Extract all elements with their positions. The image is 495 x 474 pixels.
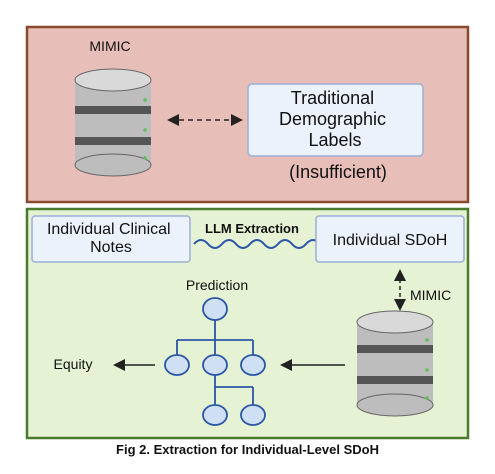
clinical-notes-box: [31, 215, 191, 263]
notes-line-1: Individual Clinical: [47, 221, 171, 238]
box-line-1: Traditional: [291, 88, 374, 108]
individual-sdoh-box: [315, 215, 465, 263]
box-line-2: Demographic: [279, 109, 386, 129]
insufficient-note: (Insufficient): [289, 162, 387, 182]
demographic-labels-text: Traditional Demographic Labels: [279, 88, 391, 150]
top-db-label: MIMIC: [89, 38, 130, 54]
equity-label: Equity: [54, 356, 93, 372]
clinical-notes-text: Individual Clinical Notes: [47, 221, 175, 256]
individual-sdoh-text: Individual SDoH: [333, 232, 448, 249]
llm-extraction-label: LLM Extraction: [205, 221, 299, 236]
figure-caption: Fig 2. Extraction for Individual-Level S…: [116, 442, 379, 457]
demographic-labels-box: [247, 83, 424, 157]
top-database-icon: [74, 68, 152, 177]
decision-tree-icon: [164, 297, 266, 426]
extraction-wave: [193, 239, 321, 249]
prediction-label: Prediction: [186, 277, 248, 293]
bottom-db-label: MIMIC: [410, 287, 451, 303]
bottom-database-icon: [356, 310, 434, 417]
box-line-3: Labels: [308, 130, 361, 150]
notes-line-2: Notes: [90, 239, 132, 256]
